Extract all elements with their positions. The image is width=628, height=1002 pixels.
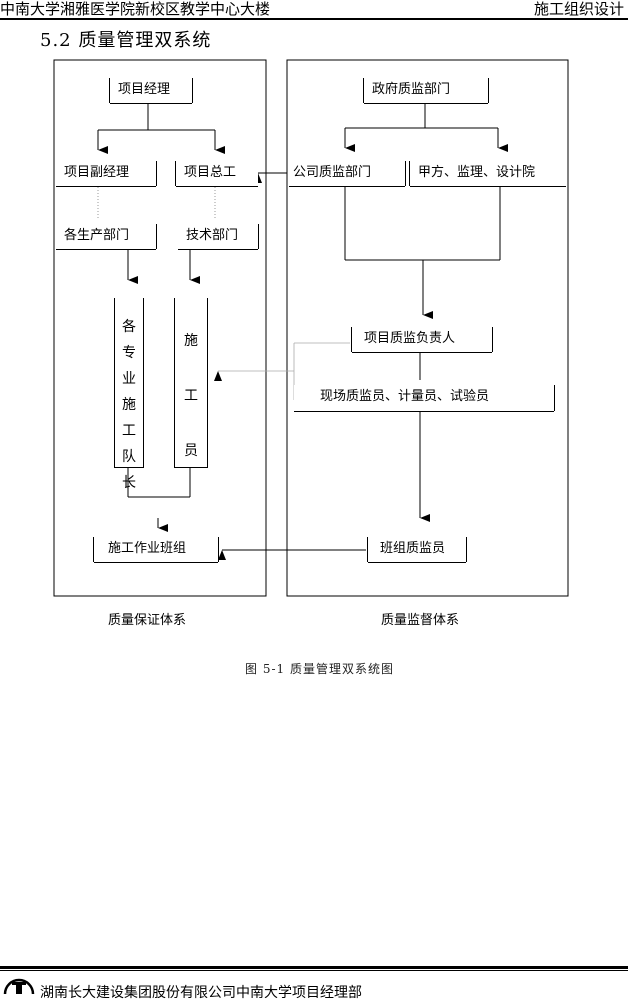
node-quality-lead: 项目质监负责人 (351, 327, 493, 353)
footer-company: 湖南长大建设集团股份有限公司中南大学项目经理部 (40, 985, 362, 1001)
footer-rule-thick (0, 966, 628, 969)
footer-rule-thin (0, 970, 628, 971)
workers-char: 工 (184, 388, 198, 404)
workers-char: 施 (184, 333, 198, 349)
node-quality-lead-label: 项目质监负责人 (364, 331, 456, 346)
team-leaders-char: 工 (122, 423, 136, 439)
quality-supervision-frame (286, 59, 569, 597)
node-chief-engineer: 项目总工 (175, 161, 258, 187)
project-title: 中南大学湘雅医学院新校区教学中心大楼 (0, 0, 271, 18)
workers-char: 员 (184, 443, 198, 459)
node-technical-department: 技术部门 (178, 224, 259, 250)
quality-assurance-label: 质量保证体系 (108, 613, 187, 628)
node-production-departments-label: 各生产部门 (64, 228, 130, 243)
node-site-inspectors: 现场质监员、计量员、试验员 (294, 385, 555, 412)
node-project-manager-label: 项目经理 (118, 82, 171, 97)
quality-assurance-frame (53, 59, 267, 597)
node-deputy-manager: 项目副经理 (56, 161, 157, 187)
section-title: 5.2 质量管理双系统 (40, 30, 212, 51)
node-site-inspectors-label: 现场质监员、计量员、试验员 (320, 389, 490, 404)
document-type: 施工组织设计 (533, 0, 624, 18)
team-leaders-char: 队 (122, 449, 136, 465)
node-project-manager: 项目经理 (109, 78, 193, 104)
quality-supervision-label: 质量监督体系 (381, 613, 460, 628)
figure-caption: 图 5-1 质量管理双系统图 (245, 662, 394, 676)
node-deputy-manager-label: 项目副经理 (64, 165, 130, 180)
node-team-inspector: 班组质监员 (367, 537, 467, 563)
node-chief-engineer-label: 项目总工 (184, 165, 237, 180)
page-header: 中南大学湘雅医学院新校区教学中心大楼 施工组织设计 (0, 0, 628, 20)
node-work-teams-label: 施工作业班组 (108, 541, 187, 556)
node-construction-workers: 施 工 员 (174, 298, 208, 468)
node-company-supervision-label: 公司质监部门 (293, 165, 372, 180)
team-leaders-char: 施 (122, 397, 136, 413)
team-leaders-char: 长 (122, 475, 136, 491)
node-technical-department-label: 技术部门 (186, 228, 239, 243)
node-team-leaders: 各 专 业 施 工 队 长 (114, 298, 144, 491)
node-production-departments: 各生产部门 (56, 224, 157, 250)
company-logo-icon (3, 978, 35, 995)
team-leaders-char: 专 (122, 345, 136, 361)
node-company-supervision: 公司质监部门 (289, 161, 406, 187)
node-owner-supervisor-designer: 甲方、监理、设计院 (409, 161, 566, 187)
node-team-inspector-label: 班组质监员 (380, 541, 446, 556)
node-owner-supervisor-designer-label: 甲方、监理、设计院 (418, 165, 536, 180)
team-leaders-char: 业 (122, 371, 136, 387)
node-government-supervision-label: 政府质监部门 (372, 82, 451, 97)
node-government-supervision: 政府质监部门 (363, 78, 489, 104)
team-leaders-char: 各 (122, 319, 136, 335)
node-work-teams: 施工作业班组 (93, 537, 219, 563)
